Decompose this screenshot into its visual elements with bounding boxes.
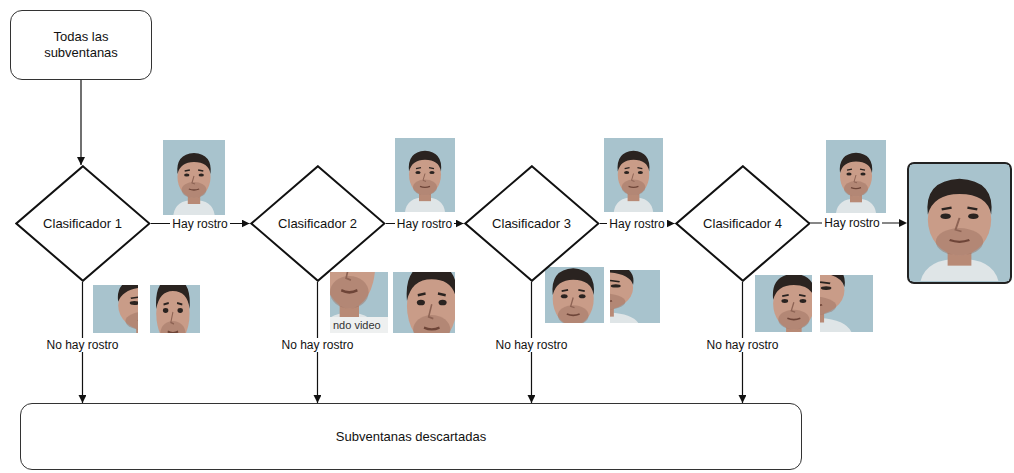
flow-arrow bbox=[80, 80, 81, 165]
decision-diamond: Clasificador 1 bbox=[15, 165, 151, 282]
edge-label: Hay rostro bbox=[822, 216, 881, 230]
decision-diamond: Clasificador 4 bbox=[675, 165, 811, 282]
edge-label: No hay rostro bbox=[493, 338, 569, 352]
edge-label: Hay rostro bbox=[607, 217, 666, 231]
node-text: Clasificador 2 bbox=[274, 216, 361, 232]
decision-diamond: Clasificador 3 bbox=[464, 165, 600, 282]
edge-label: Hay rostro bbox=[170, 217, 229, 231]
start-box: Todas las subventanas bbox=[10, 10, 152, 80]
edge-label: Hay rostro bbox=[395, 217, 454, 231]
image-overlay-text: ndo video bbox=[331, 318, 383, 332]
edge-label: No hay rostro bbox=[279, 338, 355, 352]
decision-diamond: Clasificador 2 bbox=[250, 165, 386, 282]
node-text: Clasificador 3 bbox=[488, 216, 575, 232]
edge-label: No hay rostro bbox=[704, 338, 780, 352]
node-text: Clasificador 1 bbox=[39, 216, 126, 232]
discard-box: Subventanas descartadas bbox=[20, 403, 802, 470]
node-text: Clasificador 4 bbox=[699, 216, 786, 232]
node-text: Subventanas descartadas bbox=[332, 429, 490, 445]
edge-label: No hay rostro bbox=[44, 338, 120, 352]
node-text: Todas las subventanas bbox=[22, 29, 140, 61]
